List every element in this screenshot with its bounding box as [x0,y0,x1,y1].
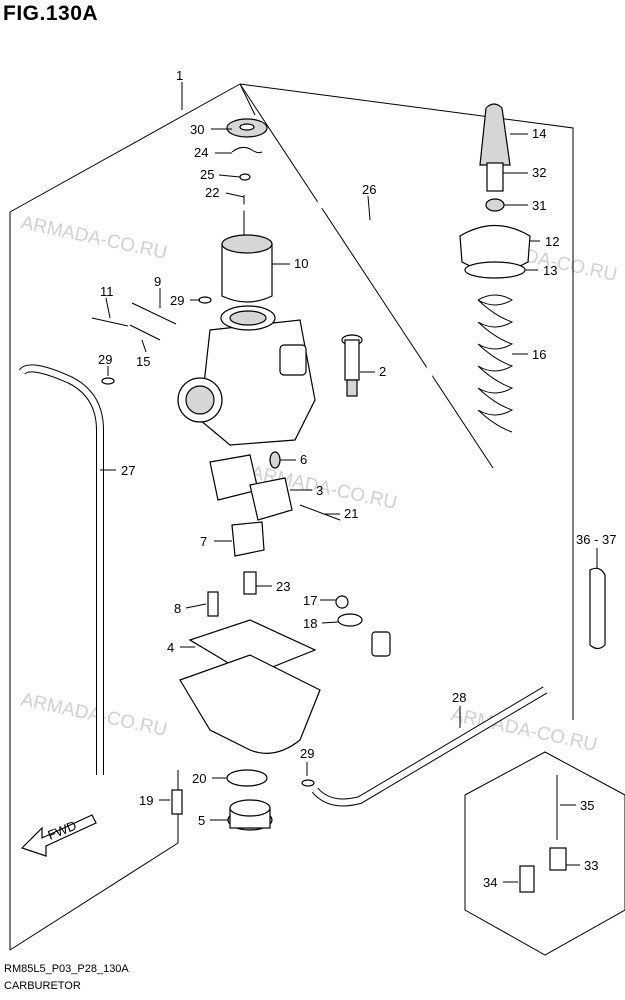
callout-10: 10 [294,256,308,271]
callout-22: 22 [205,185,219,200]
callout-33: 33 [584,858,598,873]
callout-4: 4 [167,640,174,655]
callout-12: 12 [545,234,559,249]
part-21-pin [299,504,341,521]
callout-28: 28 [452,690,466,705]
part-8-jet [207,591,219,617]
part-1-carburetor-body [177,305,316,446]
callout-26: 26 [362,182,376,197]
callout-31: 31 [532,198,546,213]
parts [18,103,606,893]
callout-9: 9 [154,274,161,289]
diagram-code: RM85L5_P03_P28_130A [4,963,129,975]
part-15-spring [129,324,161,341]
part-17-screw [335,595,349,609]
callout-5: 5 [198,813,205,828]
callout-1: 1 [176,68,183,83]
part-28-hose [311,686,548,807]
part-18-clamp [337,613,363,627]
callout-3: 3 [316,483,323,498]
callout-8: 8 [174,601,181,616]
callout-18: 18 [303,616,317,631]
jet-needle-subbox [464,751,625,956]
part-bowl [179,654,321,754]
part-23-jet [243,571,257,595]
part-36-37-bracket [589,567,606,650]
part-24-clip [231,146,263,154]
callout-15: 15 [136,354,150,369]
diagram-name: CARBURETOR [4,980,81,992]
callout-20: 20 [192,771,206,786]
watermark-1: ARMADA-CO.RU [19,212,169,263]
callout-13: 13 [543,263,557,278]
part-11-screw [91,317,129,327]
part-14-boot [479,103,511,166]
figure-title: FIG.130A [3,2,99,25]
callout-29-b: 29 [98,352,112,367]
callout-19: 19 [139,793,153,808]
part-20-oring [226,769,268,787]
part-29-clip-a [198,296,212,304]
callout-36-37: 36 - 37 [576,532,616,547]
part-6-needle-valve [269,451,281,469]
callout-30: 30 [190,122,204,137]
callout-17: 17 [303,593,317,608]
callout-21: 21 [344,506,358,521]
forward-arrow: FWD [20,814,97,857]
part-13-oring [464,261,526,279]
part-16-spring [477,294,514,433]
part-25-clip [239,173,251,181]
leader-lines [100,82,598,883]
callout-16: 16 [532,347,546,362]
callout-29-a: 29 [170,293,184,308]
callout-35: 35 [580,798,594,813]
callout-6: 6 [300,452,307,467]
callout-25: 25 [200,167,214,182]
part-26-joint [371,631,391,657]
part-7-guide [231,521,265,557]
callout-23: 23 [276,579,290,594]
part-3-float [209,454,293,521]
part-32-adjuster [486,162,504,192]
callout-11: 11 [100,284,114,299]
watermark-4: ARMADA-CO.RU [19,689,169,740]
part-10-throttle-valve [221,243,273,303]
callout-24: 24 [194,145,208,160]
part-33-jet [549,847,567,871]
callout-labels: 1 30 24 25 22 10 26 14 32 31 12 13 16 11… [98,68,616,890]
callout-2: 2 [379,364,386,379]
callout-29-c: 29 [300,746,314,761]
part-29-clip-b [101,377,115,385]
part-2-air-screw [341,334,363,397]
callout-7: 7 [200,534,207,549]
part-31-nut [485,198,505,212]
callout-14: 14 [532,126,546,141]
part-5-plug [227,799,273,831]
part-9-spring [131,302,177,325]
callout-27: 27 [121,463,135,478]
part-29-clip-c [301,779,315,787]
part-19-screw [171,789,183,815]
callout-32: 32 [532,165,546,180]
callout-34: 34 [483,875,497,890]
part-34-jet [519,865,535,893]
